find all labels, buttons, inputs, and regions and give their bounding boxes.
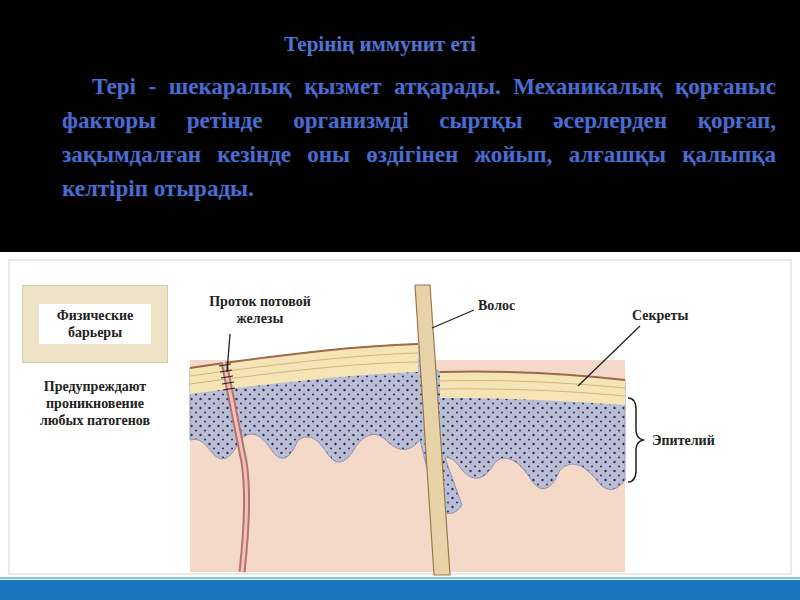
slide-title: Терінің иммунит еті — [0, 32, 760, 57]
bracket — [628, 398, 643, 482]
epidermis — [190, 344, 625, 514]
secretion-layer — [440, 372, 625, 380]
sweat-duct — [224, 362, 247, 572]
part-label: Эпителий — [652, 432, 762, 449]
layer-line — [440, 381, 625, 388]
leader-line — [432, 310, 474, 328]
footer-bar — [0, 580, 800, 600]
box-label: Физические барьеры — [39, 304, 151, 344]
footer-line — [0, 577, 800, 579]
picture-frame — [9, 260, 791, 574]
leader-line — [227, 334, 230, 372]
leader-line — [578, 326, 640, 386]
stratum-corneum — [440, 372, 625, 405]
part-label: Проток потовой железы — [190, 293, 330, 327]
part-label: Секреты — [632, 307, 732, 324]
hair-shaft — [415, 285, 450, 575]
barrier-box: Физические барьеры — [22, 285, 168, 363]
part-label: Волос — [478, 297, 558, 314]
layer-line — [440, 389, 625, 396]
body-text: Тері - шекаралық қызмет атқарады. Механи… — [62, 70, 776, 206]
note-text: Предупреждают проникновение любых патоге… — [25, 378, 165, 429]
dark-header — [0, 0, 800, 252]
sweat-duct-lumen — [224, 362, 247, 572]
